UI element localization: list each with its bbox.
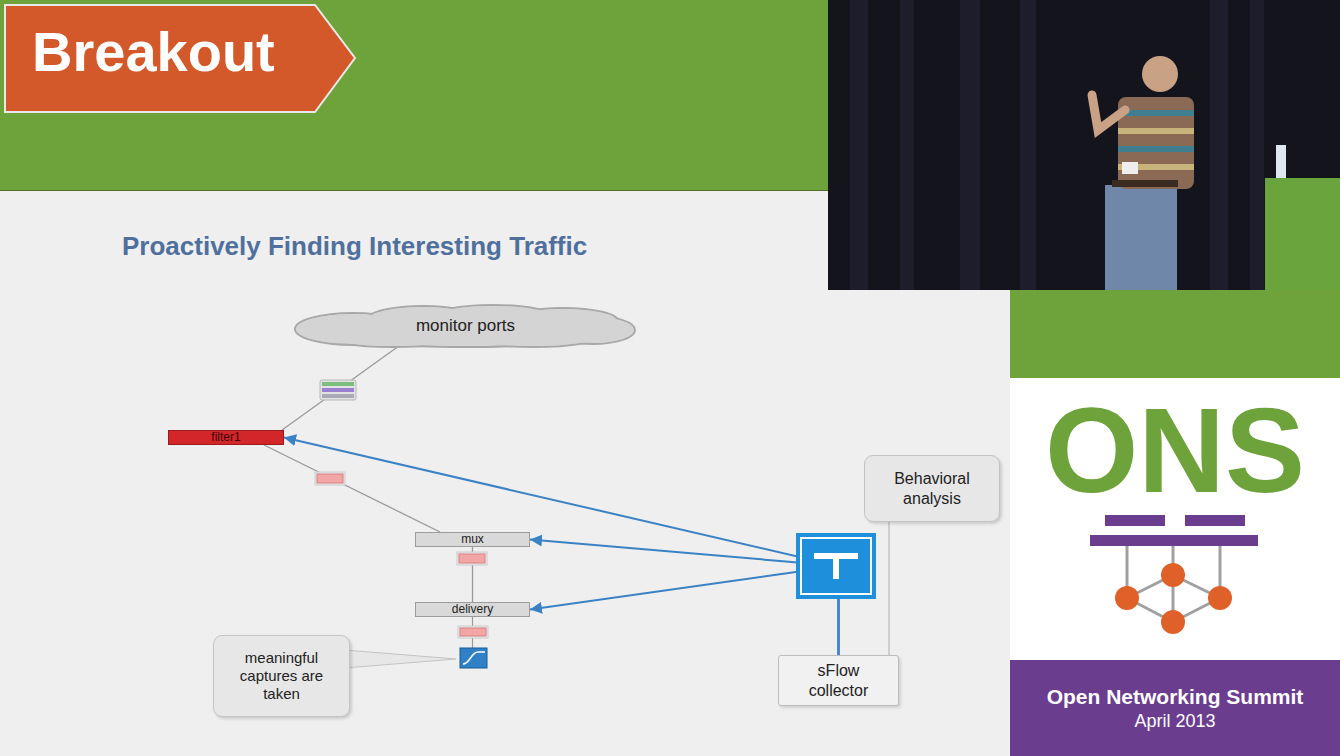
logo-dot bbox=[1115, 586, 1139, 610]
delivery-bar: delivery bbox=[415, 602, 530, 617]
banner-text: Breakout bbox=[32, 18, 275, 85]
packet bbox=[459, 554, 485, 563]
sflow-icon-tee bbox=[833, 553, 839, 579]
control-arrow bbox=[284, 438, 839, 656]
breakout-banner bbox=[5, 5, 355, 112]
callout-tail bbox=[345, 650, 456, 668]
capture-box bbox=[460, 648, 487, 668]
speaker-badge bbox=[1122, 162, 1138, 174]
event-date: April 2013 bbox=[1010, 711, 1340, 733]
packet bbox=[460, 628, 486, 636]
logo-dot bbox=[1161, 610, 1185, 634]
control-arrow bbox=[530, 540, 839, 656]
curtain-fold bbox=[1020, 0, 1036, 290]
packet-red bbox=[315, 472, 345, 485]
packet bbox=[317, 474, 343, 483]
shirt-stripe bbox=[1118, 128, 1194, 134]
mux-bar: mux bbox=[415, 532, 530, 547]
packet-patch bbox=[315, 472, 345, 485]
control-arrow bbox=[530, 566, 839, 655]
capture-curve bbox=[463, 652, 485, 664]
connectors bbox=[264, 343, 889, 655]
logo-bar bbox=[1090, 535, 1258, 546]
link-line bbox=[888, 522, 889, 655]
logo-text: ONS bbox=[1010, 390, 1340, 510]
logo-panel bbox=[1010, 378, 1340, 660]
speaker-head bbox=[1142, 56, 1178, 92]
link-line bbox=[282, 343, 403, 430]
speaker-jeans bbox=[1105, 185, 1177, 290]
capture-icon bbox=[460, 648, 487, 668]
curtain-fold bbox=[1210, 0, 1228, 290]
stage-curtain bbox=[850, 0, 1264, 290]
packet-patch bbox=[458, 626, 488, 638]
event-panel bbox=[1010, 660, 1340, 756]
packet bbox=[322, 388, 354, 392]
speaker-arm bbox=[1092, 95, 1125, 130]
curtain-fold bbox=[1250, 0, 1264, 290]
video-panel bbox=[828, 0, 1340, 290]
speaker bbox=[1092, 56, 1194, 290]
packet-stack bbox=[320, 380, 356, 400]
curtain-fold bbox=[900, 0, 914, 290]
node-text: monitor ports bbox=[416, 316, 515, 336]
node-text: sFlow collector bbox=[794, 661, 884, 699]
link-line bbox=[264, 445, 440, 532]
collector-box: sFlow collector bbox=[778, 655, 899, 706]
sflow-icon bbox=[796, 533, 876, 599]
node-text: delivery bbox=[452, 603, 493, 616]
packet-red bbox=[457, 552, 487, 565]
logo-bar bbox=[1185, 515, 1245, 526]
callout-box: meaningful captures are taken bbox=[213, 635, 350, 717]
cloud-node: monitor ports bbox=[293, 305, 638, 347]
shirt-stripe bbox=[1118, 146, 1194, 152]
sflow-icon-box bbox=[796, 533, 876, 599]
logo-dot bbox=[1161, 563, 1185, 587]
ons-logo-graphic bbox=[1090, 515, 1258, 634]
logo-dot bbox=[1208, 586, 1232, 610]
slide-title: Proactively Finding Interesting Traffic bbox=[122, 231, 587, 262]
water-bottle bbox=[1276, 145, 1286, 178]
logo-bar bbox=[1105, 515, 1165, 526]
node-text: mux bbox=[461, 533, 484, 546]
sflow-icon-frame bbox=[801, 538, 871, 594]
node-text: meaningful captures are taken bbox=[220, 649, 343, 703]
callout-box: Behavioral analysis bbox=[864, 455, 1000, 522]
filter-bar: filter1 bbox=[168, 430, 284, 445]
node-text: Behavioral analysis bbox=[871, 469, 993, 507]
curtain-fold bbox=[960, 0, 980, 290]
packet bbox=[322, 382, 354, 386]
event-name: Open Networking Summit bbox=[1010, 684, 1340, 709]
packet-red bbox=[458, 626, 488, 638]
packet-patch bbox=[457, 552, 487, 565]
packet-patch bbox=[320, 380, 356, 400]
packet bbox=[322, 394, 354, 398]
podium bbox=[1265, 178, 1340, 290]
speaker-belt bbox=[1112, 180, 1178, 187]
node-text: filter1 bbox=[211, 431, 240, 444]
curtain-fold bbox=[850, 0, 868, 290]
